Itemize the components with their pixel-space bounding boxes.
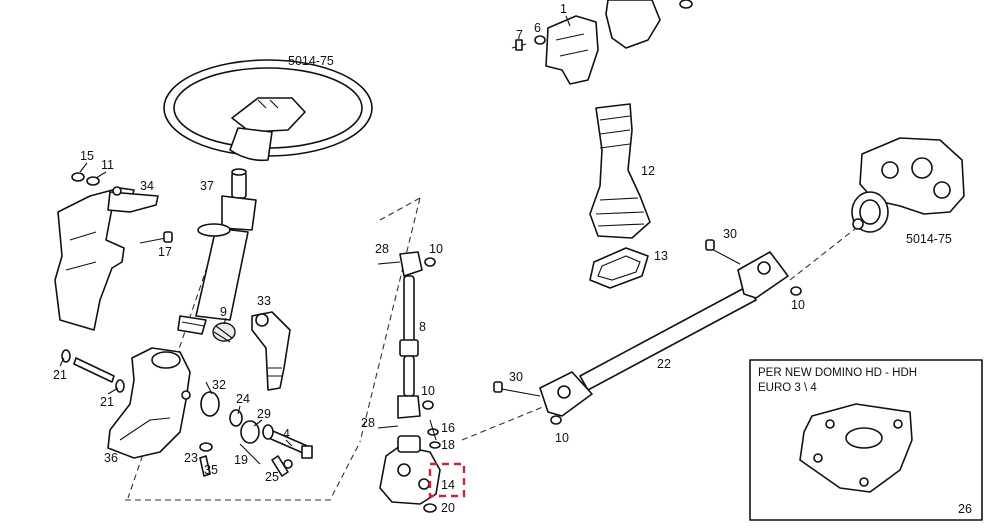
inset-title-line-1: PER NEW DOMINO HD - HDH xyxy=(758,367,917,379)
intermediate-shaft-8 xyxy=(377,251,436,429)
callout-16[interactable]: 16 xyxy=(441,421,455,435)
callout-21-b[interactable]: 21 xyxy=(100,395,114,409)
callout-29[interactable]: 29 xyxy=(257,407,271,421)
callout-23[interactable]: 23 xyxy=(184,451,198,465)
callout-18[interactable]: 18 xyxy=(441,438,455,452)
callout-25[interactable]: 25 xyxy=(265,470,279,484)
highlight-box[interactable] xyxy=(428,462,466,498)
bracket-1 xyxy=(511,15,599,85)
callout-10-b[interactable]: 10 xyxy=(421,384,435,398)
callout-13[interactable]: 13 xyxy=(654,249,668,263)
reference-label-right: 5014-75 xyxy=(906,232,952,246)
reference-label-top: 5014-75 xyxy=(288,54,334,68)
callout-7[interactable]: 7 xyxy=(516,28,523,42)
callout-10-d[interactable]: 10 xyxy=(555,431,569,445)
callout-36[interactable]: 36 xyxy=(104,451,118,465)
base-bracket-36 xyxy=(107,347,191,459)
callout-34[interactable]: 34 xyxy=(140,179,154,193)
inset-panel: PER NEW DOMINO HD - HDH EURO 3 \ 4 xyxy=(749,359,983,521)
callout-28-b[interactable]: 28 xyxy=(361,416,375,430)
pin-21 xyxy=(61,349,125,393)
leader-lines xyxy=(59,15,571,447)
boot-12 xyxy=(589,103,651,239)
callout-11[interactable]: 11 xyxy=(101,158,114,172)
upper-right-part xyxy=(605,0,693,49)
callout-30-b[interactable]: 30 xyxy=(509,370,523,384)
gasket-13 xyxy=(589,247,649,289)
callout-12[interactable]: 12 xyxy=(641,164,655,178)
hardware-23-35-19-25 xyxy=(199,442,293,477)
callout-15[interactable]: 15 xyxy=(80,149,94,163)
callout-8[interactable]: 8 xyxy=(419,320,426,334)
steering-wheel xyxy=(163,59,373,162)
prop-shaft-22 xyxy=(493,239,802,425)
callout-24[interactable]: 24 xyxy=(236,392,250,406)
callout-33[interactable]: 33 xyxy=(257,294,271,308)
callout-6[interactable]: 6 xyxy=(534,21,541,35)
hardware-15-11-17 xyxy=(71,172,173,244)
callout-1[interactable]: 1 xyxy=(560,2,567,16)
callout-26[interactable]: 26 xyxy=(958,502,972,516)
callout-32[interactable]: 32 xyxy=(212,378,226,392)
bracket-34 xyxy=(54,186,159,331)
callout-10-c[interactable]: 10 xyxy=(791,298,805,312)
callout-10-a[interactable]: 10 xyxy=(429,242,443,256)
inset-title-line-2: EURO 3 \ 4 xyxy=(758,382,817,394)
callout-19[interactable]: 19 xyxy=(234,453,248,467)
steering-box-14 xyxy=(379,419,441,513)
callout-4[interactable]: 4 xyxy=(283,427,290,441)
callout-22[interactable]: 22 xyxy=(657,357,671,371)
part-callouts: 1 4 6 7 8 9 10 10 10 10 11 12 13 14 15 1… xyxy=(53,2,972,516)
callout-30-a[interactable]: 30 xyxy=(723,227,737,241)
callout-35[interactable]: 35 xyxy=(204,463,218,477)
steering-column xyxy=(177,168,257,335)
pitman-arm-33 xyxy=(251,311,291,391)
callout-37[interactable]: 37 xyxy=(200,179,214,193)
callout-14[interactable]: 14 xyxy=(441,478,455,492)
callout-17[interactable]: 17 xyxy=(158,245,172,259)
callout-28-a[interactable]: 28 xyxy=(375,242,389,256)
callout-21-a[interactable]: 21 xyxy=(53,368,67,382)
callout-20[interactable]: 20 xyxy=(441,501,455,515)
steering-pump xyxy=(851,137,965,233)
callout-9[interactable]: 9 xyxy=(220,305,227,319)
